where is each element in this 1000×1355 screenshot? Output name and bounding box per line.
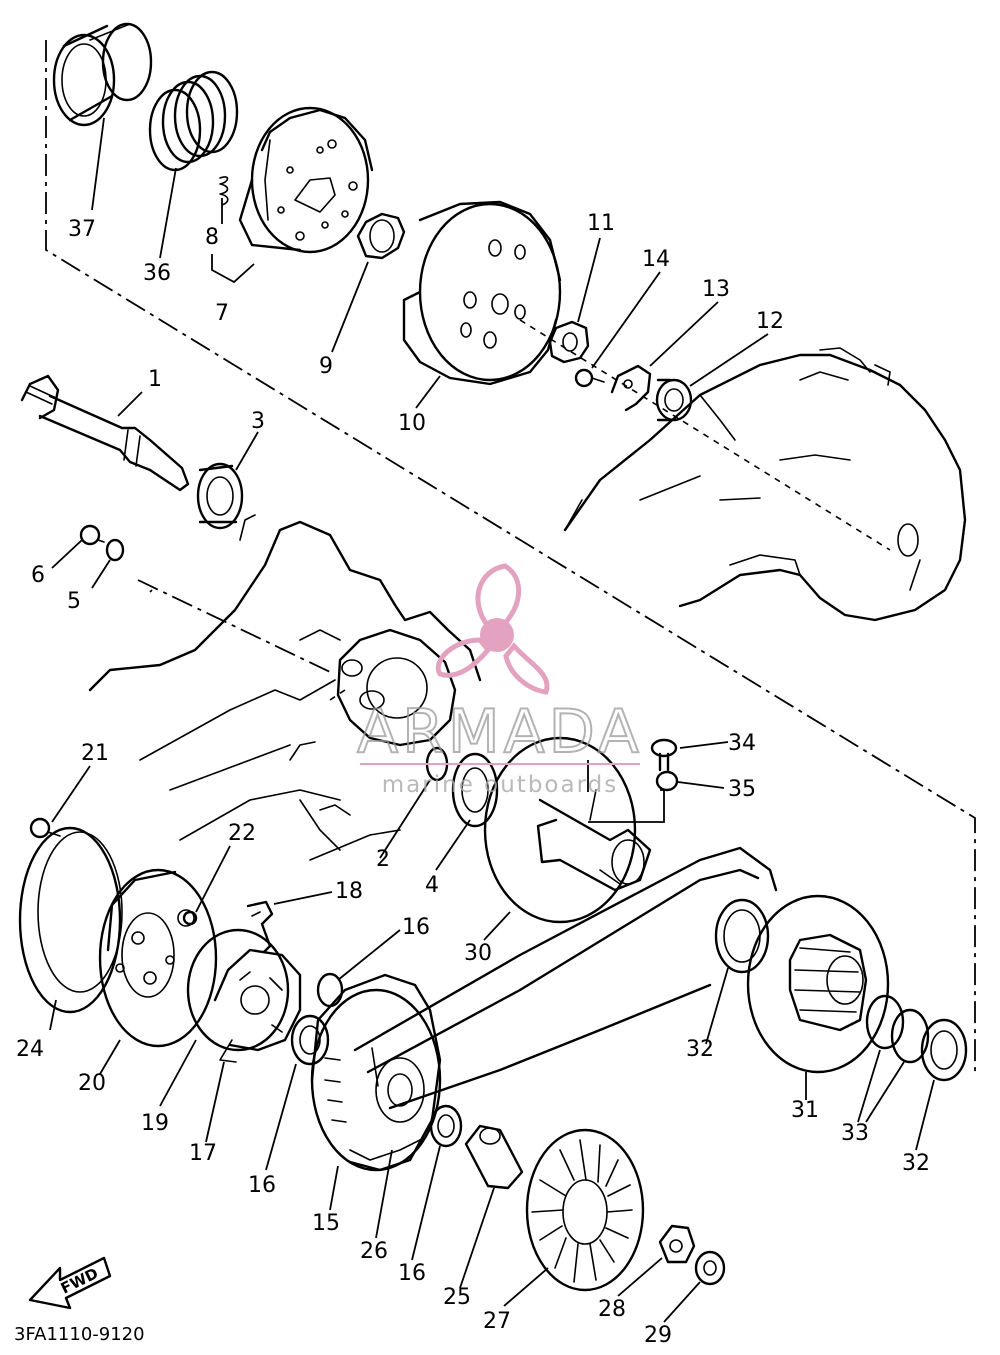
label-23: 22 — [228, 821, 256, 846]
leader-lines — [49, 117, 935, 1323]
label-36: 36 — [143, 261, 171, 286]
part-9-nut — [356, 212, 406, 260]
label-16-right: 16 — [398, 1261, 426, 1286]
part-20-washer — [186, 928, 290, 1052]
part-13-bracket — [610, 364, 652, 412]
part-8-small-spring — [219, 176, 229, 206]
part-33-washers — [865, 994, 930, 1064]
part-21-cam-plate — [98, 868, 218, 1048]
part-32-oil-seal-lower — [920, 1018, 968, 1082]
part-1-shaft — [20, 374, 190, 492]
v-belt — [353, 846, 778, 1110]
label-11: 11 — [587, 211, 615, 236]
label-30: 30 — [464, 941, 492, 966]
watermark-tagline: marine outboards — [382, 772, 618, 798]
label-19: 18 — [335, 879, 363, 904]
part-25-collar — [464, 1124, 524, 1190]
part-16-seal-left — [290, 1014, 330, 1066]
label-33: 33 — [841, 1121, 869, 1146]
label-9: 9 — [319, 354, 333, 379]
part-14-bolt — [574, 368, 605, 388]
part-34-35-bracket — [587, 760, 665, 823]
label-31: 31 — [791, 1098, 819, 1123]
armada-watermark: ARMADA marine outboards — [356, 563, 643, 798]
label-2: 2 — [376, 847, 390, 872]
watermark-brand: ARMADA — [357, 697, 643, 767]
label-16-left: 16 — [248, 1173, 276, 1198]
part-19-clip — [246, 900, 274, 954]
propeller-blade-right — [503, 642, 550, 695]
diagram-code: 3FA1110-9120 — [14, 1324, 145, 1345]
propeller-blade-top — [475, 563, 522, 629]
part-23-slider — [182, 910, 198, 926]
label-8: 8 — [205, 225, 219, 250]
part-12-bearing — [655, 378, 693, 422]
part-24-gasket — [18, 826, 123, 1014]
label-3: 3 — [251, 409, 265, 434]
label-24: 24 — [16, 1037, 44, 1062]
label-14: 14 — [642, 247, 670, 272]
crankcase-cover — [563, 347, 967, 622]
part-5-washer — [105, 538, 125, 562]
label-32-lower: 32 — [902, 1151, 930, 1176]
part-27-fan-sheave — [525, 1128, 645, 1292]
label-10: 10 — [398, 411, 426, 436]
label-12: 12 — [756, 309, 784, 334]
part-34-bolt — [650, 738, 678, 772]
part-22-bolt — [29, 817, 61, 839]
label-27: 27 — [483, 1309, 511, 1334]
part-16-seal-right — [429, 1104, 463, 1148]
assembly-frame — [45, 40, 976, 1075]
part-6-bolt — [79, 524, 105, 546]
part-37-housing — [52, 22, 153, 127]
label-21: 20 — [78, 1071, 106, 1096]
label-6: 6 — [31, 563, 45, 588]
part-26-belt-guide — [349, 1139, 421, 1161]
label-7: 7 — [215, 301, 229, 326]
label-22: 21 — [81, 741, 109, 766]
part-36-spring — [148, 70, 239, 172]
label-5: 5 — [67, 589, 81, 614]
part-3-bearing — [196, 462, 244, 530]
label-34: 34 — [728, 731, 756, 756]
label-15: 15 — [312, 1211, 340, 1236]
part-18-ramp-plate — [213, 948, 302, 1063]
label-32-upper: 32 — [686, 1037, 714, 1062]
label-28: 28 — [598, 1297, 626, 1322]
part-labels: 37 36 8 7 9 10 11 14 13 12 1 3 6 5 21 22… — [16, 211, 930, 1348]
label-4: 4 — [425, 873, 439, 898]
label-13: 13 — [702, 277, 730, 302]
propeller-hub — [480, 618, 514, 652]
part-30-fixed-sheave — [483, 736, 652, 924]
label-25: 25 — [443, 1285, 471, 1310]
part-7-clutch-carrier — [238, 106, 374, 254]
label-17: 16 — [402, 915, 430, 940]
part-4-oil-seal — [451, 752, 499, 828]
label-35: 35 — [728, 777, 756, 802]
label-1: 1 — [148, 367, 162, 392]
part-11-nut — [548, 320, 590, 364]
fwd-arrow: FWD — [28, 1256, 112, 1310]
propeller-logo — [435, 563, 550, 695]
part-31-secondary-sheave — [746, 894, 890, 1074]
label-29: 29 — [644, 1323, 672, 1348]
part-15-movable-sheave — [310, 973, 442, 1172]
part-10-clutch-housing — [402, 200, 562, 386]
label-20: 19 — [141, 1111, 169, 1136]
engine-case — [88, 514, 482, 861]
label-18: 17 — [189, 1141, 217, 1166]
propeller-blade-left — [435, 637, 492, 678]
part-35-collar — [655, 770, 679, 792]
label-37: 37 — [68, 217, 96, 242]
part-28-washer — [658, 1224, 696, 1264]
part-29-nut — [694, 1250, 726, 1286]
label-26: 26 — [360, 1239, 388, 1264]
